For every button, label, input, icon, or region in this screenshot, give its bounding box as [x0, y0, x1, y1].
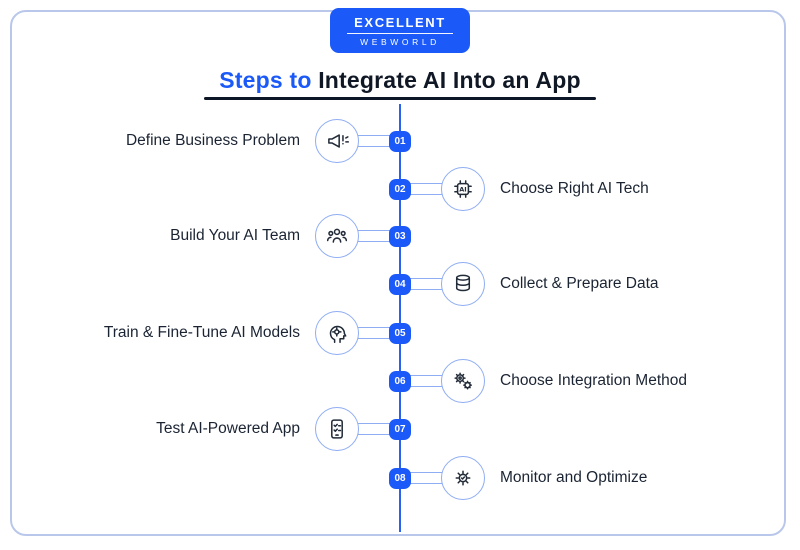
- title-underline: [204, 97, 596, 100]
- step-number-badge: 01: [389, 130, 411, 152]
- alert-megaphone-icon: [315, 119, 359, 163]
- title-highlight: Steps to: [219, 67, 312, 93]
- step-label: Define Business Problem: [125, 132, 300, 149]
- timeline-line: [399, 104, 401, 532]
- logo-text-excellent: EXCELLENT: [354, 14, 446, 30]
- step-number-badge: 03: [389, 225, 411, 247]
- mobile-test-icon: [315, 407, 359, 451]
- step-label: Train & Fine-Tune AI Models: [103, 324, 300, 341]
- step-number-badge: 04: [389, 273, 411, 295]
- svg-text:AI: AI: [459, 185, 466, 193]
- step-label: Collect & Prepare Data: [500, 275, 659, 292]
- step-number-badge: 05: [389, 322, 411, 344]
- team-icon: [315, 214, 359, 258]
- logo-badge: EXCELLENT WEBWORLD: [330, 8, 470, 53]
- logo-text-webworld: WEBWORLD: [360, 36, 440, 47]
- ai-chip-icon: AI: [441, 167, 485, 211]
- step-label: Choose Integration Method: [500, 372, 687, 389]
- page-title: Steps to Integrate AI Into an App: [0, 67, 800, 94]
- step-number-badge: 08: [389, 467, 411, 489]
- step-label: Test AI-Powered App: [156, 420, 300, 437]
- logo-divider: [347, 32, 453, 34]
- step-number-badge: 02: [389, 178, 411, 200]
- ai-head-icon: [315, 311, 359, 355]
- gears-icon: [441, 359, 485, 403]
- title-rest: Integrate AI Into an App: [311, 67, 581, 93]
- step-number-badge: 06: [389, 370, 411, 392]
- step-number-badge: 07: [389, 418, 411, 440]
- step-label: Choose Right AI Tech: [500, 180, 649, 197]
- step-label: Build Your AI Team: [170, 227, 300, 244]
- database-icon: [441, 262, 485, 306]
- monitor-gear-icon: [441, 456, 485, 500]
- step-label: Monitor and Optimize: [500, 469, 648, 486]
